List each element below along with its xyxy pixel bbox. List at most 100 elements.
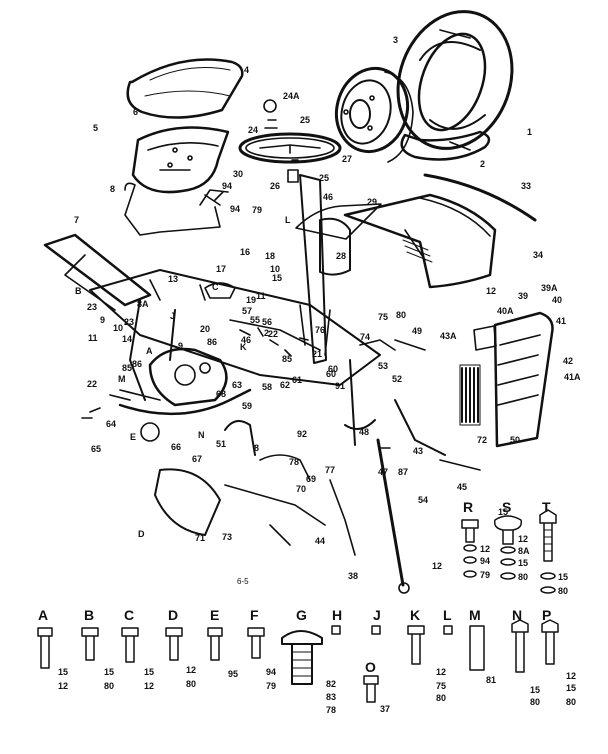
callout-label: 28: [336, 251, 347, 261]
callout-label: 20: [200, 324, 211, 334]
callout-label: 63: [232, 380, 243, 390]
hardware-letter-R: R: [463, 499, 474, 515]
hardware-letter-G: G: [296, 607, 307, 623]
seat-pan-drawing: [131, 126, 230, 194]
hardware-ref: 12: [58, 681, 69, 691]
hardware-ref: 79: [266, 681, 277, 691]
callout-label: 2: [264, 328, 270, 338]
hardware-ref: 15: [104, 667, 115, 677]
hardware-ref: 81: [486, 675, 497, 685]
callout-label: 23: [87, 302, 98, 312]
callout-label: 92: [297, 429, 308, 439]
callout-label: 79: [252, 205, 263, 215]
callout-label: 74: [360, 332, 371, 342]
callout-label: 41A: [564, 372, 581, 382]
callout-label: 46: [323, 192, 334, 202]
callout-label: 3: [393, 35, 399, 45]
hardware-letter-P: P: [542, 607, 552, 623]
steering-shaft-drawing: [376, 438, 405, 587]
hardware-letter-K: K: [410, 607, 421, 623]
callout-label: 76: [315, 325, 326, 335]
hardware-ref: 80: [558, 586, 569, 596]
callout-label: 10: [113, 323, 124, 333]
callout-label: 65: [91, 444, 102, 454]
callout-label: 64: [106, 419, 117, 429]
hardware-ref: 12: [186, 665, 197, 675]
callout-label: 41: [556, 316, 567, 326]
hardware-ref: 80: [436, 693, 447, 703]
hardware-ref: 94: [266, 667, 277, 677]
callout-label: 39A: [541, 283, 558, 293]
callout-label: 11: [256, 291, 266, 301]
callout-label: 86: [132, 359, 143, 369]
callout-label: 49: [412, 326, 423, 336]
callout-label: 22: [268, 329, 279, 339]
hardware-letter-S: S: [502, 499, 512, 515]
callout-label: 72: [477, 435, 488, 445]
hardware-ref: 80: [518, 572, 529, 582]
fender-drawing: [154, 468, 221, 536]
hardware-ref: 80: [104, 681, 115, 691]
callout-label: 86: [207, 337, 218, 347]
callout-label: 77: [325, 465, 336, 475]
callout-label: 68: [216, 389, 227, 399]
hardware-ref: 12: [518, 534, 529, 544]
callout-label: 51: [216, 439, 227, 449]
callout-label: 30: [233, 169, 244, 179]
callout-label: 85: [122, 363, 133, 373]
hardware-ref: 8A: [518, 546, 530, 556]
callout-label: 47: [378, 467, 389, 477]
hardware-ref: 15: [566, 683, 577, 693]
callout-label: 23: [124, 317, 135, 327]
callout-label: B: [75, 286, 82, 296]
hardware-letter-T: T: [542, 499, 551, 515]
callout-label: 22: [87, 379, 98, 389]
hardware-letter-E: E: [210, 607, 220, 623]
hardware-ref: 80: [566, 697, 577, 707]
callout-label: 66: [171, 442, 182, 452]
callout-label: 40A: [497, 306, 514, 316]
steering-column-drawing: [299, 174, 327, 364]
hardware-letter-L: L: [443, 607, 452, 623]
hardware-letter-N: N: [512, 607, 523, 623]
dash-panel-drawing: [295, 203, 382, 240]
tube-drawing: [400, 130, 491, 161]
callout-label: 78: [289, 457, 300, 467]
hardware-letter-O: O: [365, 659, 376, 675]
hardware-ref: 15: [558, 572, 569, 582]
figure-reference: 6-5: [237, 577, 249, 586]
callout-label: 8A: [137, 299, 149, 309]
callout-label: 59: [242, 401, 253, 411]
hardware-ref: 15: [530, 685, 541, 695]
callout-label: 24: [248, 125, 259, 135]
callout-label: 25: [319, 173, 330, 183]
hardware-ref: 79: [480, 570, 491, 580]
callout-label: 94: [222, 181, 233, 191]
callout-label: 46: [241, 335, 252, 345]
hardware-ref: 12: [436, 667, 447, 677]
callout-label: C: [212, 282, 219, 292]
callout-label: 4: [244, 65, 250, 75]
callout-label: 16: [240, 247, 251, 257]
hardware-ref: 15: [518, 558, 529, 568]
hardware-top-drawings: [461, 509, 557, 594]
callout-label: 7: [74, 215, 80, 225]
pedal-bar-drawing: [43, 233, 152, 307]
callout-label: 27: [342, 154, 353, 164]
hood-drawing: [343, 193, 497, 289]
hardware-ref: 80: [530, 697, 541, 707]
callout-label: 60: [328, 364, 339, 374]
callout-label: 71: [195, 533, 206, 543]
hardware-letter-A: A: [38, 607, 49, 623]
callout-label: L: [285, 215, 291, 225]
grille-drawing: [459, 311, 554, 448]
callout-label: D: [138, 529, 145, 539]
callout-label: 24A: [283, 91, 300, 101]
callout-label: 94: [230, 204, 241, 214]
callout-label: N: [198, 430, 205, 440]
callout-label: 2: [480, 159, 486, 169]
hardware-letter-M: M: [469, 607, 481, 623]
callout-label: 91: [335, 381, 346, 391]
